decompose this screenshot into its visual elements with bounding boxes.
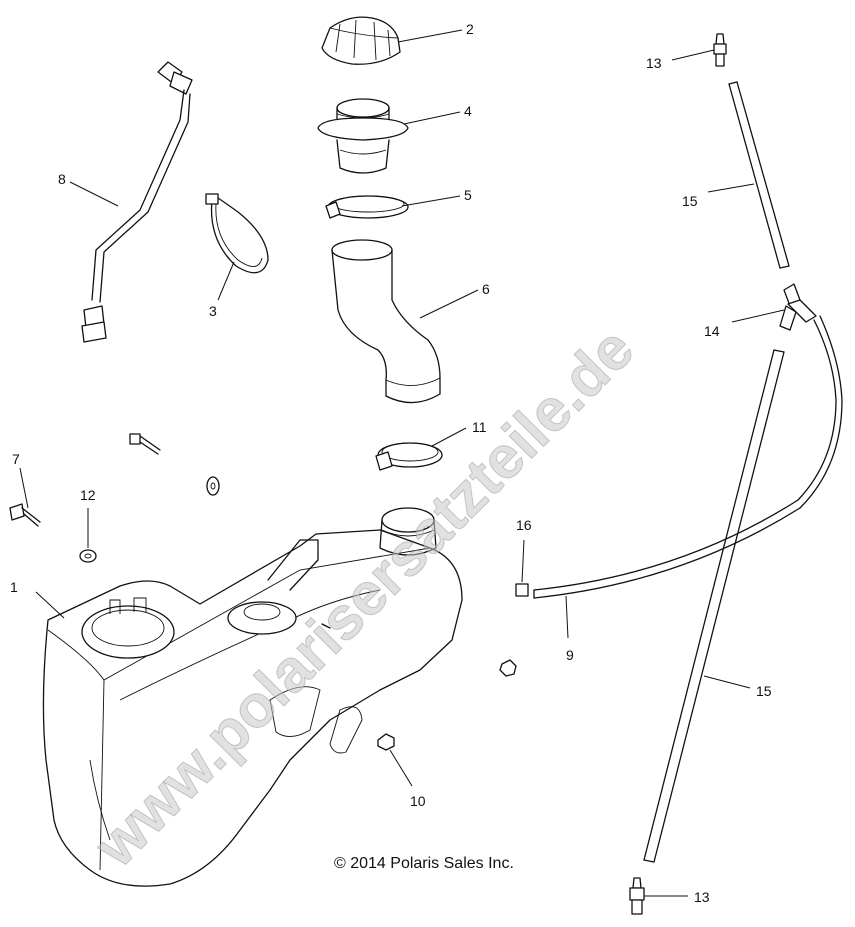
copyright-text: © 2014 Polaris Sales Inc.: [334, 855, 514, 872]
callout-3: 3: [209, 303, 217, 319]
bolt-left: [9, 503, 41, 527]
nut-small: [499, 659, 517, 677]
tee-fitting: [779, 283, 817, 331]
vent-line: [81, 61, 193, 343]
callout-14: 14: [704, 323, 720, 339]
callout-13-bottom: 13: [694, 889, 710, 905]
callout-12: 12: [80, 487, 96, 503]
callout-15-top: 15: [682, 193, 698, 209]
hose-clamp-lower: [375, 442, 443, 471]
fitting-top: [713, 33, 727, 67]
vent-hose: [533, 315, 843, 599]
hose-clamp-upper: [325, 195, 409, 219]
cable-tie: [205, 193, 269, 274]
plug: [515, 583, 529, 597]
callout-labels: 1 2 3 4 5 6 7 8 9 10 11 12 13 13 14 15 1…: [10, 21, 772, 905]
hose-long: [643, 349, 785, 863]
callout-11: 11: [472, 419, 487, 435]
callout-7: 7: [12, 451, 20, 467]
callout-1: 1: [10, 579, 18, 595]
callout-9: 9: [566, 647, 574, 663]
bolt-upper: [129, 433, 161, 455]
fuel-cap: [321, 16, 401, 65]
callout-4: 4: [464, 103, 472, 119]
nut-lower: [377, 733, 395, 751]
callout-5: 5: [464, 187, 472, 203]
callout-6: 6: [482, 281, 490, 297]
callout-13-top: 13: [646, 55, 662, 71]
leader-lines: [19, 29, 785, 897]
hose-upper: [728, 81, 790, 269]
callout-10: 10: [410, 793, 426, 809]
fitting-bottom: [629, 877, 645, 915]
fill-hose: [331, 239, 441, 404]
washer-upper: [206, 476, 220, 496]
fuel-tank: [42, 507, 463, 887]
callout-8: 8: [58, 171, 66, 187]
washer-lower: [79, 549, 97, 563]
callout-15-bottom: 15: [756, 683, 772, 699]
filler-neck: [317, 98, 409, 174]
callout-2: 2: [466, 21, 474, 37]
callout-16: 16: [516, 517, 532, 533]
